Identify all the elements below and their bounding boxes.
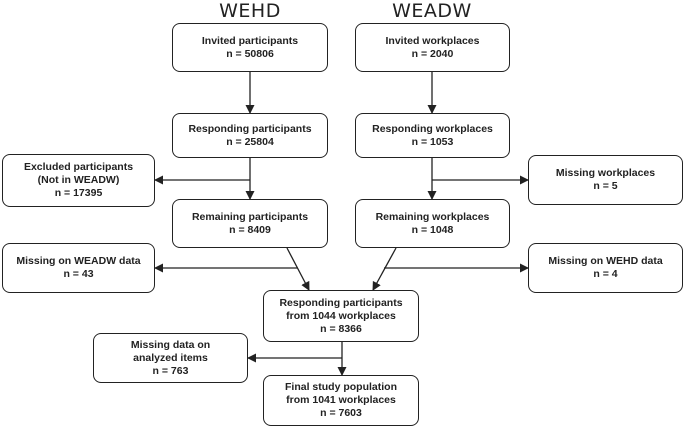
box-text-line: n = 4	[593, 268, 618, 280]
arrow-remaining-workplaces-to-merge	[372, 247, 397, 291]
box-text-line: n = 8409	[229, 223, 271, 236]
box-text-line: n = 1048	[411, 223, 454, 236]
box-text-line: Missing on WEADW data	[16, 255, 141, 267]
box-text-line: Remaining participants	[191, 210, 309, 223]
wehd-column-title: WEHD	[219, 0, 281, 22]
box-text-line: Responding participants	[188, 122, 312, 135]
weadw-column-title: WEADW	[392, 0, 472, 22]
box-text-line: Responding workplaces	[372, 122, 493, 135]
box-text-line: n = 50806	[226, 47, 274, 60]
box-text-line: n = 1053	[411, 135, 454, 148]
box-text-line: n = 25804	[226, 135, 274, 148]
excluded-participants-box: Excluded participants(Not in WEADW)n = 1…	[2, 154, 155, 207]
box-text-line: n = 5	[593, 180, 618, 192]
box-text-line: n = 17395	[54, 187, 103, 199]
box-text-line: Remaining workplaces	[375, 210, 490, 223]
box-text-line: from 1044 workplaces	[286, 309, 396, 322]
box-text-line: Responding participants	[279, 296, 403, 309]
box-text-line: n = 43	[63, 268, 94, 280]
box-text-line: Final study population	[285, 381, 397, 393]
box-text-line: Invited workplaces	[385, 34, 480, 47]
box-text-line: n = 8366	[320, 322, 362, 335]
box-text-line: (Not in WEADW)	[37, 174, 120, 186]
box-text-line: Missing data on	[130, 338, 211, 351]
box-text-line: n = 7603	[320, 407, 362, 419]
arrow-remaining-participants-to-merge	[286, 247, 310, 291]
box-text-line: n = 2040	[411, 47, 454, 60]
box-text-line: analyzed items	[133, 351, 208, 364]
box-text-line: Excluded participants	[23, 161, 134, 173]
box-text-line: Invited participants	[201, 34, 299, 47]
box-text-line: Missing workplaces	[555, 167, 656, 179]
box-text-line: from 1041 workplaces	[286, 394, 396, 406]
box-text-line: Missing on WEHD data	[548, 255, 663, 267]
box-text-line: n = 763	[152, 364, 189, 377]
